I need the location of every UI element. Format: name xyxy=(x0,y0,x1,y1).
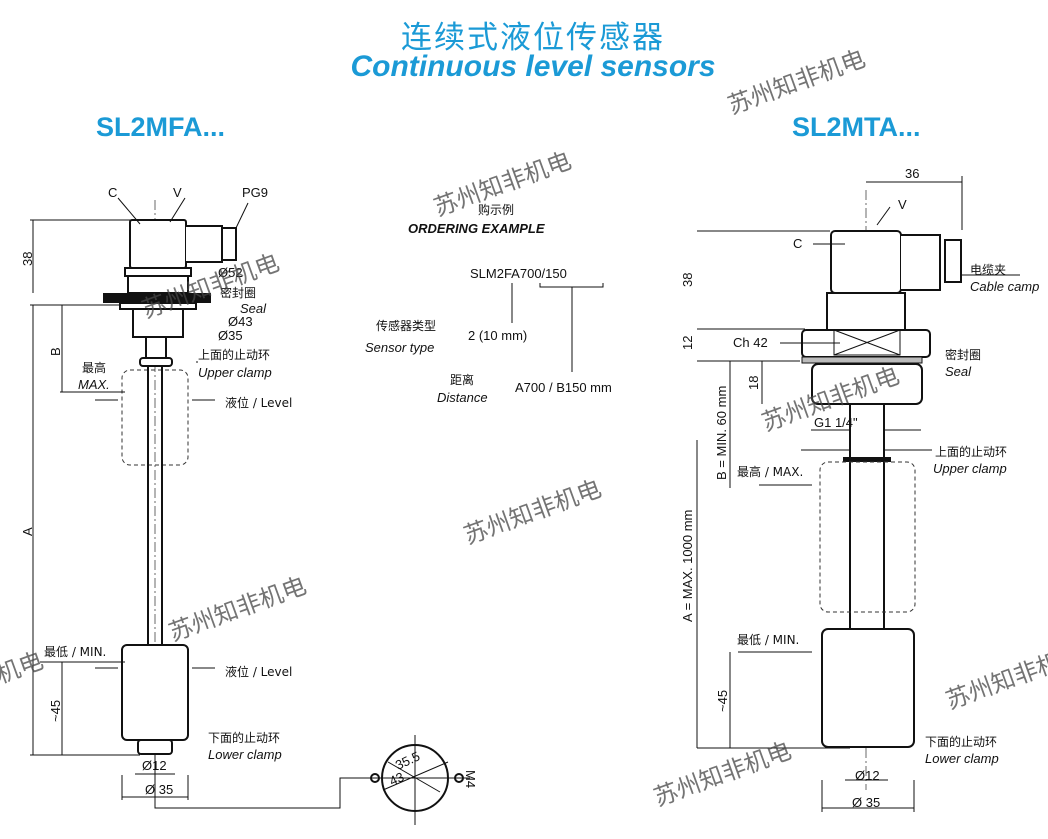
dim-d12: Ø12 xyxy=(142,758,167,773)
right-sensor-drawing: 36 V C 38 12 Ch 42 电缆夹 Cable camp 密封圈 Se… xyxy=(680,166,1039,812)
sensor-type-cn: 传感器类型 xyxy=(376,318,436,333)
cable-clamp-cn: 电缆夹 xyxy=(970,263,1006,277)
distance-value: A700 / B150 mm xyxy=(515,380,612,395)
dim-45-right: ~45 xyxy=(715,690,730,712)
title-chinese: 连续式液位传感器 xyxy=(401,20,665,56)
max-en: MAX. xyxy=(78,377,110,392)
dim-d35-right: Ø 35 xyxy=(852,795,880,810)
label-v-right: V xyxy=(898,197,907,212)
level-label-top: 液位 / Level xyxy=(225,395,292,410)
dim-d52: Ø52 xyxy=(218,265,243,280)
model-right-title: SL2MTA... xyxy=(792,112,921,142)
dim-12: 12 xyxy=(680,336,695,350)
upper-clamp-cn-right: 上面的止动环 xyxy=(935,444,1007,459)
seal-en: Seal xyxy=(240,301,267,316)
dim-d12-right: Ø12 xyxy=(855,768,880,783)
seal-en-right: Seal xyxy=(945,364,972,379)
dim-b: B xyxy=(48,347,63,356)
dim-d43: Ø43 xyxy=(228,314,253,329)
upper-clamp-en: Upper clamp xyxy=(198,365,272,380)
sensor-type-value: 2 (10 mm) xyxy=(468,328,527,343)
title-english: Continuous level sensors xyxy=(350,50,716,83)
ordering-cn: 购示例 xyxy=(478,202,514,217)
dim-38: 38 xyxy=(20,252,35,266)
thread-g1-1-4: G1 1/4" xyxy=(814,415,858,430)
label-c: C xyxy=(108,185,117,200)
dim-a-max: A = MAX. 1000 mm xyxy=(680,510,695,622)
dim-45: ~45 xyxy=(48,700,63,722)
flange-dim-43: 43 xyxy=(387,769,406,789)
distance-en: Distance xyxy=(437,390,488,405)
seal-cn-right: 密封圈 xyxy=(945,347,981,362)
sensor-type-en: Sensor type xyxy=(365,340,434,355)
seal-cn: 密封圈 xyxy=(220,285,256,300)
ordering-code: SLM2FA700/150 xyxy=(470,266,567,281)
label-c-right: C xyxy=(793,236,802,251)
upper-clamp-cn: 上面的止动环 xyxy=(198,347,270,362)
lower-clamp-cn-right: 下面的止动环 xyxy=(925,734,997,749)
lower-clamp-en: Lower clamp xyxy=(208,747,282,762)
upper-clamp-en-right: Upper clamp xyxy=(933,461,1007,476)
dim-d35: Ø35 xyxy=(218,328,243,343)
max-cn: 最高 xyxy=(82,360,106,375)
left-sensor-drawing: C V PG9 38 Ø52 密封圈 Seal Ø43 Ø35 B 上面的止动环… xyxy=(20,185,478,825)
lower-clamp-cn: 下面的止动环 xyxy=(208,730,280,745)
dim-18: 18 xyxy=(746,376,761,390)
distance-cn: 距离 xyxy=(450,372,474,387)
dim-36: 36 xyxy=(905,166,919,181)
ordering-example: 购示例 ORDERING EXAMPLE SLM2FA700/150 传感器类型… xyxy=(365,202,612,405)
label-v: V xyxy=(173,185,182,200)
level-label-bottom: 液位 / Level xyxy=(225,664,292,679)
ordering-en: ORDERING EXAMPLE xyxy=(408,221,545,236)
dim-b-min: B = MIN. 60 mm xyxy=(714,386,729,480)
dim-d35-bottom: Ø 35 xyxy=(145,782,173,797)
model-left-title: SL2MFA... xyxy=(96,112,226,142)
dim-a: A xyxy=(20,527,35,536)
label-pg9: PG9 xyxy=(242,185,268,200)
cable-clamp-en: Cable camp xyxy=(970,279,1039,294)
max-label-right: 最高 / MAX. xyxy=(737,464,803,479)
lower-clamp-en-right: Lower clamp xyxy=(925,751,999,766)
label-ch42: Ch 42 xyxy=(733,335,768,350)
dim-38-right: 38 xyxy=(680,273,695,287)
min-label-right: 最低 / MIN. xyxy=(737,633,799,647)
flange-screw-m4: M4 xyxy=(463,770,478,788)
min-label: 最低 / MIN. xyxy=(44,645,106,659)
